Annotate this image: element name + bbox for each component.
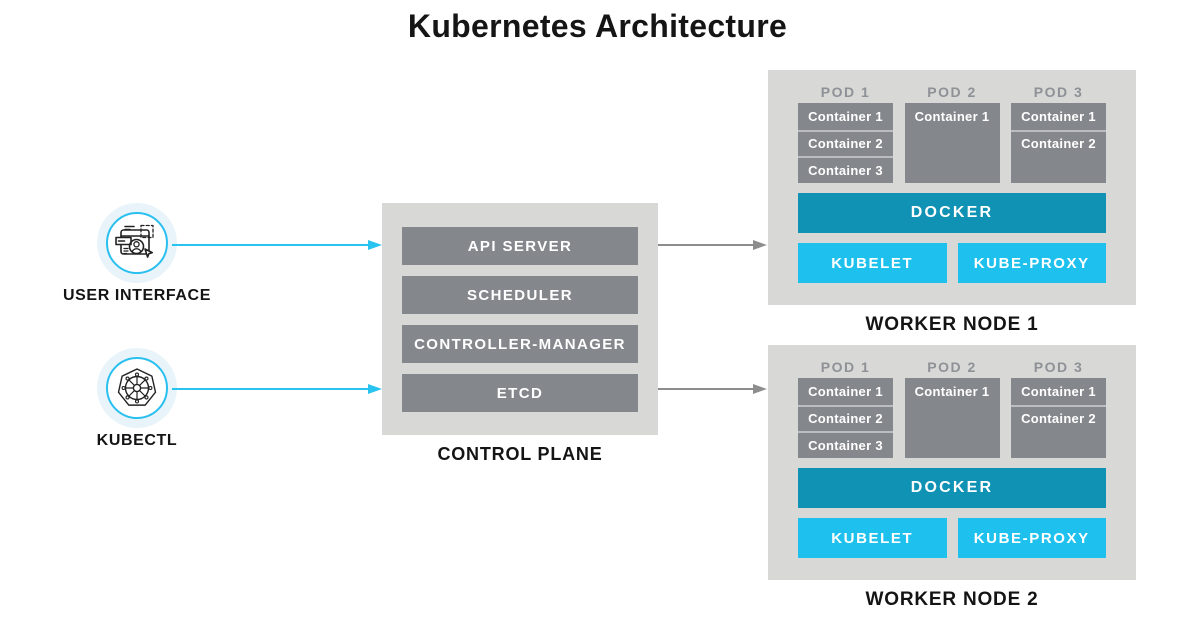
container-row: Container 2 bbox=[1011, 129, 1106, 157]
container-row: Container 1 bbox=[808, 108, 883, 124]
control-plane-label: CONTROL PLANE bbox=[437, 444, 603, 464]
worker-node-1-label: WORKER NODE 1 bbox=[865, 314, 1039, 335]
pod-title: POD 1 bbox=[820, 84, 871, 100]
arrow-control-plane-to-worker-node-2 bbox=[658, 384, 767, 394]
pod-title: POD 3 bbox=[1033, 359, 1084, 375]
pod-title: POD 3 bbox=[1033, 84, 1084, 100]
pod: POD 2 Container 1 bbox=[904, 84, 1000, 183]
container-row: Container 3 bbox=[798, 156, 893, 183]
pods-row: POD 1 Container 1 Container 2 Container … bbox=[798, 359, 1106, 458]
kubelet-badge: KUBELET bbox=[798, 243, 947, 283]
container-row: Container 3 bbox=[798, 431, 893, 458]
container-row: Container 2 bbox=[1011, 404, 1106, 432]
pod-box: Container 1 Container 2 bbox=[1011, 103, 1106, 183]
worker-node-2: POD 1 Container 1 Container 2 Container … bbox=[768, 345, 1136, 611]
pod-box: Container 1 bbox=[904, 378, 1000, 458]
scheduler-bar: SCHEDULER bbox=[402, 276, 638, 314]
pod-title: POD 2 bbox=[927, 359, 977, 375]
worker-node-1: POD 1 Container 1 Container 2 Container … bbox=[768, 70, 1136, 336]
pod-title: POD 2 bbox=[927, 84, 977, 100]
pod-title: POD 1 bbox=[820, 359, 871, 375]
worker-node-2-box: POD 1 Container 1 Container 2 Container … bbox=[768, 345, 1136, 580]
pod-box: Container 1 Container 2 Container 3 bbox=[798, 103, 893, 183]
pod: POD 3 Container 1 Container 2 bbox=[1011, 84, 1106, 183]
user-interface-label: USER INTERFACE bbox=[63, 287, 211, 304]
worker-node-2-label: WORKER NODE 2 bbox=[865, 589, 1039, 610]
arrow-user-interface-to-control-plane bbox=[172, 240, 382, 250]
pod: POD 1 Container 1 Container 2 Container … bbox=[798, 359, 893, 458]
kubectl-label: KUBECTL bbox=[96, 432, 178, 449]
pod: POD 1 Container 1 Container 2 Container … bbox=[798, 84, 893, 183]
api-server-bar: API SERVER bbox=[402, 227, 638, 265]
pod: POD 3 Container 1 Container 2 bbox=[1011, 359, 1106, 458]
container-row: Container 1 bbox=[914, 383, 990, 399]
services-row: KUBELET KUBE-PROXY bbox=[798, 518, 1106, 558]
pod-box: Container 1 bbox=[904, 103, 1000, 183]
worker-node-1-box: POD 1 Container 1 Container 2 Container … bbox=[768, 70, 1136, 305]
kubectl-icon-circle bbox=[106, 357, 168, 419]
user-interface-icon-circle bbox=[106, 212, 168, 274]
container-row: Container 2 bbox=[798, 129, 893, 157]
arrow-control-plane-to-worker-node-1 bbox=[658, 240, 767, 250]
etcd-bar: ETCD bbox=[402, 374, 638, 412]
user-interface-icon bbox=[97, 203, 177, 283]
kubectl-icon bbox=[97, 348, 177, 428]
pod-box: Container 1 Container 2 Container 3 bbox=[798, 378, 893, 458]
kube-proxy-badge: KUBE-PROXY bbox=[957, 243, 1106, 283]
page-title: Kubernetes Architecture bbox=[407, 8, 788, 44]
container-row: Container 1 bbox=[1021, 383, 1096, 399]
docker-runtime-bar: DOCKER bbox=[798, 468, 1106, 508]
container-row: Container 1 bbox=[808, 383, 883, 399]
kubelet-badge: KUBELET bbox=[798, 518, 947, 558]
browser-user-icon bbox=[115, 224, 154, 258]
pod: POD 2 Container 1 bbox=[904, 359, 1000, 458]
container-row: Container 2 bbox=[798, 404, 893, 432]
kube-proxy-badge: KUBE-PROXY bbox=[957, 518, 1106, 558]
pods-row: POD 1 Container 1 Container 2 Container … bbox=[798, 84, 1106, 183]
container-row: Container 1 bbox=[914, 108, 990, 124]
arrow-kubectl-to-control-plane bbox=[172, 384, 382, 394]
controller-manager-bar: CONTROLLER-MANAGER bbox=[402, 325, 638, 363]
pod-box: Container 1 Container 2 bbox=[1011, 378, 1106, 458]
control-plane-box: API SERVER SCHEDULER CONTROLLER-MANAGER … bbox=[382, 203, 658, 435]
docker-runtime-bar: DOCKER bbox=[798, 193, 1106, 233]
services-row: KUBELET KUBE-PROXY bbox=[798, 243, 1106, 283]
kubernetes-wheel-icon bbox=[117, 368, 157, 406]
container-row: Container 1 bbox=[1021, 108, 1096, 124]
